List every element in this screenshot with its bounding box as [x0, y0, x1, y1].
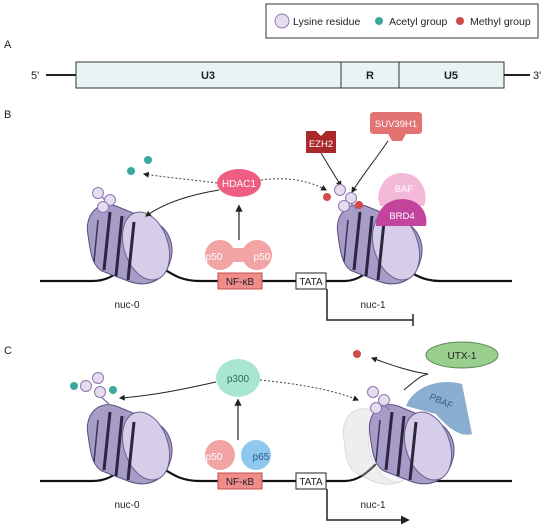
- baf-protein: [378, 172, 426, 206]
- methyl-group: [353, 350, 361, 358]
- active-transcription: [326, 489, 410, 525]
- utx1-protein: [425, 341, 499, 369]
- p300-label: p300: [227, 374, 250, 385]
- p50-subunit: [242, 240, 272, 270]
- nucleosome-nuc0-b: [86, 204, 173, 285]
- tata-box-c: [295, 472, 327, 490]
- panel-b: B nuc-0 HDAC1 p50 p50: [4, 109, 512, 326]
- nuc0-label-b: nuc-0: [114, 300, 139, 311]
- hdac1-protein: [217, 169, 261, 197]
- nfkb-site-c: [217, 472, 263, 490]
- p65-label: p65: [253, 452, 270, 463]
- acetyl-group: [127, 167, 135, 175]
- methyl-legend-icon: [456, 17, 464, 25]
- acetyl-legend-icon: [375, 17, 383, 25]
- lysine-residue: [80, 380, 92, 392]
- utx1-label: UTX-1: [448, 351, 477, 362]
- acetyl-group: [109, 386, 117, 394]
- p65-subunit: [241, 440, 271, 470]
- nfkb-label-c: NF-κB: [226, 477, 255, 488]
- legend-lysine-label: Lysine residue: [293, 16, 360, 28]
- suv39h1-label: SUV39H1: [375, 119, 417, 130]
- hdac1-label: HDAC1: [222, 179, 256, 190]
- lysine-residue: [97, 201, 109, 213]
- panel-c: C nuc-0 p300 p50 p65 NF-κB: [4, 341, 512, 525]
- tata-label-b: TATA: [299, 277, 323, 288]
- p300-protein: [216, 359, 260, 397]
- blocked-transcription: [326, 289, 413, 321]
- ezh2-label: EZH2: [309, 139, 333, 150]
- acetyl-group: [70, 382, 78, 390]
- lysine-residue: [92, 187, 104, 199]
- segment-r: R: [366, 70, 374, 82]
- panel-a: A 5' 3' U3 R U5: [4, 39, 541, 89]
- nfkb-label-b: NF-κB: [226, 277, 255, 288]
- lysine-residue: [370, 402, 382, 414]
- brd4-protein: [376, 199, 427, 226]
- nucleosome-nuc1-c: [368, 404, 455, 485]
- baf-label: BAF: [395, 184, 414, 195]
- suv39h1-protein: [370, 112, 422, 141]
- p50-right-label: p50: [254, 252, 271, 263]
- nuc1-label-c: nuc-1: [360, 500, 385, 511]
- three-prime-label: 3': [533, 70, 541, 82]
- lysine-residue: [345, 192, 357, 204]
- five-prime-label: 5': [31, 70, 39, 82]
- ezh2-protein: [306, 131, 336, 153]
- lysine-residue: [367, 386, 379, 398]
- tata-label-c: TATA: [299, 477, 323, 488]
- acetyl-group: [144, 156, 152, 164]
- lysine-residue: [378, 394, 390, 406]
- lysine-residue: [334, 184, 346, 196]
- brd4-label: BRD4: [389, 211, 414, 222]
- lysine-legend-icon: [274, 13, 290, 29]
- tata-box-b: [295, 272, 327, 290]
- segment-u5: U5: [444, 70, 458, 82]
- segment-u3: U3: [201, 70, 215, 82]
- p50-left-label: p50: [206, 252, 223, 263]
- legend: Lysine residue Acetyl group Methyl group: [265, 3, 539, 39]
- methyl-group: [323, 193, 331, 201]
- p50-subunit: [205, 440, 235, 470]
- panel-b-label: B: [4, 109, 11, 121]
- legend-acetyl-label: Acetyl group: [389, 16, 448, 28]
- lysine-residue: [94, 386, 106, 398]
- methyl-group: [355, 201, 363, 209]
- nfkb-site-b: [217, 272, 263, 290]
- ltr-box: [75, 61, 505, 89]
- lysine-residue: [92, 372, 104, 384]
- legend-methyl-label: Methyl group: [470, 16, 531, 28]
- pbaf-protein: [406, 382, 472, 435]
- nuc0-label-c: nuc-0: [114, 500, 139, 511]
- lysine-residue: [338, 200, 350, 212]
- panel-a-label: A: [4, 39, 12, 51]
- p50-label-c: p50: [206, 452, 223, 463]
- panel-c-label: C: [4, 345, 12, 357]
- lysine-residue: [104, 194, 116, 206]
- nuc1-label-b: nuc-1: [360, 300, 385, 311]
- nucleosome-nuc0-c: [86, 404, 173, 485]
- p50-subunit: [205, 240, 235, 270]
